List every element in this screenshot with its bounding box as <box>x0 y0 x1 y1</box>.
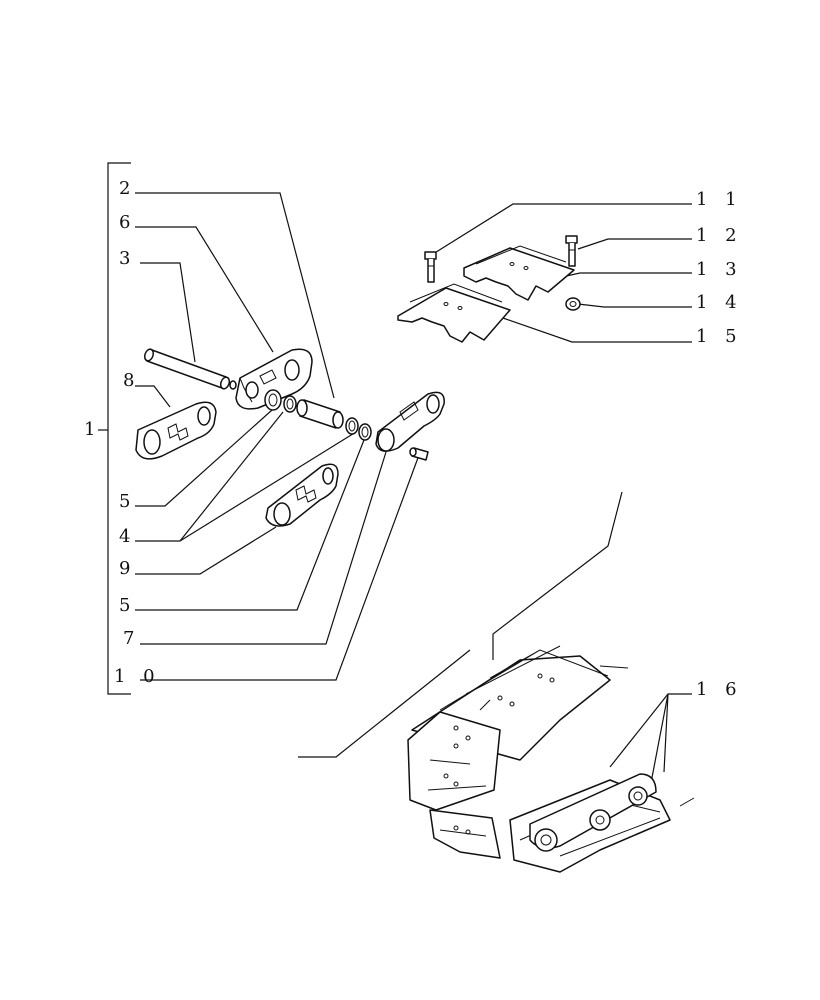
bushing-part-5-lower <box>358 423 372 441</box>
shoe-part-15 <box>397 283 511 343</box>
callout-1: 1 <box>84 419 101 440</box>
bushing-part-5-upper <box>264 389 282 411</box>
seal-part-4-left <box>283 395 297 413</box>
bolt-part-12 <box>565 235 578 267</box>
shoe-part-13 <box>463 245 575 301</box>
callout-9: 9 <box>119 558 136 579</box>
callout-5-lower: 5 <box>119 595 136 616</box>
track-assembly-part-16 <box>407 645 695 873</box>
dowel-part-10 <box>409 447 429 461</box>
callout-13: 1 3 <box>696 259 743 280</box>
callout-6: 6 <box>119 212 136 233</box>
callout-11: 1 1 <box>696 189 743 210</box>
callout-4: 4 <box>119 526 136 547</box>
leader-lines <box>135 192 692 789</box>
pin-part-3 <box>143 348 231 390</box>
master-link-part-6 <box>235 348 313 410</box>
bolt-part-11 <box>424 251 437 283</box>
callout-7: 7 <box>123 628 140 649</box>
nut-part-14 <box>565 297 581 311</box>
callout-12: 1 2 <box>696 225 743 246</box>
callout-8: 8 <box>123 370 140 391</box>
master-link-part-7 <box>375 391 445 452</box>
callout-2: 2 <box>119 178 136 199</box>
link-part-9 <box>265 463 339 527</box>
callout-14: 1 4 <box>696 292 743 313</box>
callout-10: 1 0 <box>114 666 161 687</box>
callout-15: 1 5 <box>696 326 743 347</box>
assembly-bracket <box>98 162 131 695</box>
callout-5-upper: 5 <box>119 491 136 512</box>
small-ring <box>229 380 237 390</box>
callout-16: 1 6 <box>696 679 743 700</box>
seal-part-4-right <box>345 417 359 435</box>
bushing-part-2 <box>296 399 344 429</box>
callout-3: 3 <box>119 248 136 269</box>
link-part-8 <box>135 401 217 460</box>
